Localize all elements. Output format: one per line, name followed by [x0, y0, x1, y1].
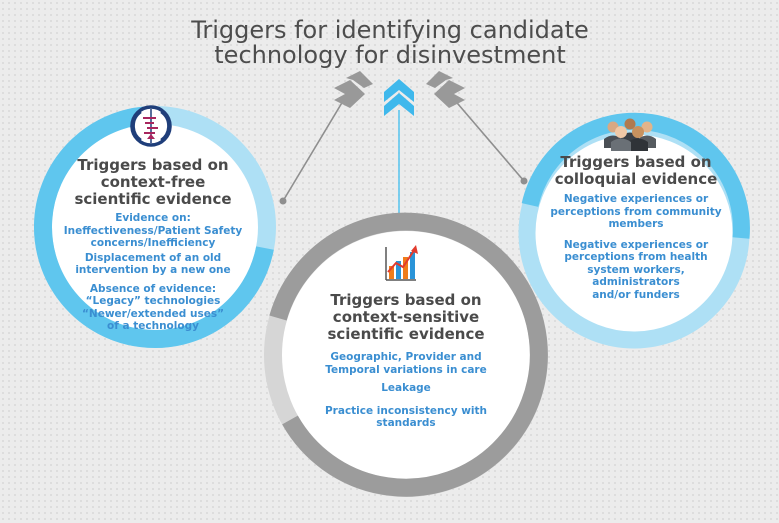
- center-item: Geographic, Provider and Temporal variat…: [325, 351, 487, 376]
- right-item: Negative experiences or perceptions from…: [563, 238, 709, 301]
- left-card: Triggers based on context-free scientifi…: [62, 157, 244, 333]
- page-title: Triggers for identifying candidate techn…: [150, 18, 630, 68]
- left-item: Absence of evidence: “Legacy” technologi…: [82, 282, 224, 333]
- center-item: Practice inconsistency with standards: [324, 404, 488, 430]
- chevron-up-icon: [384, 79, 414, 116]
- right-item: Negative experiences or perceptions from…: [550, 193, 722, 230]
- chevron-left-icon: [334, 71, 373, 108]
- bar-chart-trend-icon: [385, 245, 418, 281]
- left-item: Evidence on: Ineffectiveness/Patient Saf…: [63, 212, 243, 249]
- left-heading: Triggers based on context-free scientifi…: [74, 156, 232, 208]
- connector-right: [451, 96, 525, 182]
- center-card: Triggers based on context-sensitive scie…: [308, 292, 504, 430]
- left-item: Displacement of an old intervention by a…: [75, 251, 231, 277]
- right-card: Triggers based on colloquial evidence Ne…: [546, 154, 726, 301]
- connector-left-dot: [279, 197, 287, 205]
- cochrane-logo-icon: [130, 105, 172, 147]
- right-heading: Triggers based on colloquial evidence: [554, 153, 718, 188]
- title-line: technology for disinvestment: [214, 41, 566, 69]
- center-ring: [264, 212, 548, 497]
- center-heading: Triggers based on context-sensitive scie…: [327, 291, 485, 343]
- center-item: Leakage: [381, 382, 431, 394]
- chevron-right-icon: [426, 71, 465, 108]
- left-ring: [33, 106, 276, 348]
- connector-left: [282, 95, 347, 202]
- connector-right-dot: [520, 177, 528, 185]
- title-line: Triggers for identifying candidate: [191, 16, 589, 44]
- people-group-icon: [604, 118, 656, 151]
